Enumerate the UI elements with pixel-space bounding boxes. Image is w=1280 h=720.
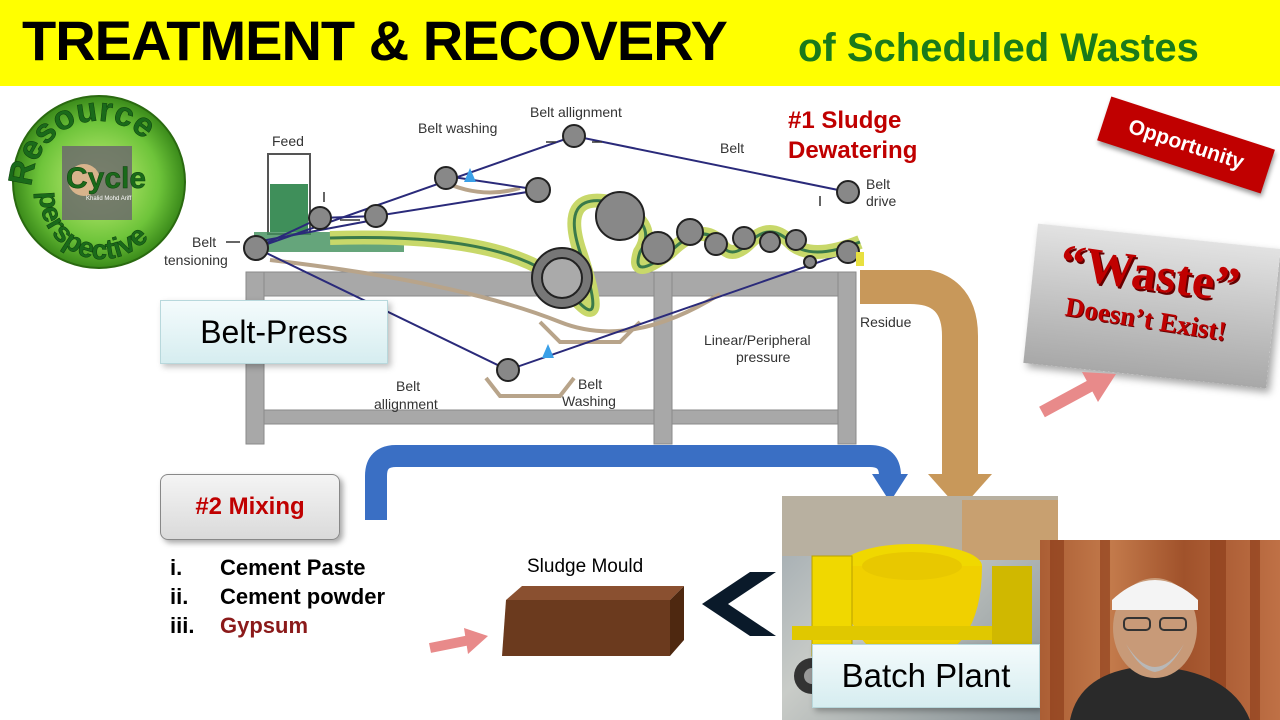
opportunity-tag: Opportunity [1097, 96, 1275, 194]
sludge-dewatering-line1: #1 Sludge [788, 107, 902, 134]
title-bar [0, 0, 1280, 86]
label-belt-alignment-bottom-1: Belt [396, 378, 421, 394]
residue-flow-arrowhead [928, 474, 992, 510]
sludge-mould-block [502, 586, 684, 656]
label-linear-pressure-2: pressure [736, 349, 791, 365]
label-belt-drive-1: Belt [866, 176, 891, 192]
chevron-left-icon [702, 572, 776, 636]
label-belt-tensioning-2: tensioning [164, 252, 228, 268]
wash-spray-icons [464, 168, 554, 358]
ingredient-2: ii. Cement powder [170, 584, 385, 610]
label-residue: Residue [860, 314, 912, 330]
logo-text-cycle: Cycle [66, 162, 146, 195]
mixing-label: #2 Mixing [160, 474, 340, 540]
title-main: TREATMENT & RECOVERY [22, 9, 728, 72]
title-subtitle: of Scheduled Wastes [798, 26, 1199, 70]
rollers [243, 124, 860, 382]
belt-press-label: Belt-Press [160, 300, 388, 364]
sludge-dewatering-title: #1 Sludge Dewatering [788, 106, 917, 166]
ingredient-1-name: Cement Paste [220, 555, 366, 580]
logo-face [68, 164, 100, 196]
label-belt-drive-2: drive [866, 193, 897, 209]
ingredient-2-num: ii. [170, 584, 189, 609]
label-belt: Belt [720, 140, 745, 156]
direction-arrows [226, 141, 821, 243]
pink-arrow-icon-top [1039, 372, 1116, 418]
label-belt-washing-bottom-2: Washing [562, 393, 616, 409]
label-belt-washing-top: Belt washing [418, 120, 498, 136]
sludge-mould-label: Sludge Mould [527, 556, 644, 577]
belt-press-machine-diagram [226, 124, 864, 445]
ingredient-2-name: Cement powder [220, 584, 386, 609]
ingredient-1-num: i. [170, 555, 183, 580]
mixing-flow-arrowhead [872, 474, 908, 502]
residue-flow-arrow [860, 270, 978, 476]
label-belt-alignment-bottom-2: allignment [374, 396, 438, 412]
resource-cycle-logo: Resource Cycle Khalid Mohd Ariff perspec… [4, 92, 186, 269]
ingredient-1: i. Cement Paste [170, 555, 366, 581]
logo-presenter-name: Khalid Mohd Ariff [86, 196, 132, 202]
ingredient-3: iii. Gypsum [170, 613, 308, 639]
presenter-webcam [1040, 540, 1280, 720]
label-belt-tensioning-1: Belt [192, 234, 217, 250]
label-belt-washing-bottom-1: Belt [578, 376, 603, 392]
label-feed: Feed [272, 133, 304, 149]
ingredient-3-name: Gypsum [220, 613, 309, 638]
label-belt-alignment-top: Belt allignment [530, 104, 622, 120]
sludge-dewatering-line2: Dewatering [788, 137, 918, 164]
pink-arrow-icon-bottom [429, 628, 488, 654]
label-linear-pressure-1: Linear/Peripheral [704, 332, 811, 348]
residue-drip [856, 252, 864, 266]
ingredient-3-num: iii. [170, 613, 195, 638]
mixing-flow-arrow [365, 445, 901, 520]
flow-arrows [365, 270, 992, 520]
feed-sludge [270, 184, 308, 232]
batch-plant-label: Batch Plant [812, 644, 1040, 708]
